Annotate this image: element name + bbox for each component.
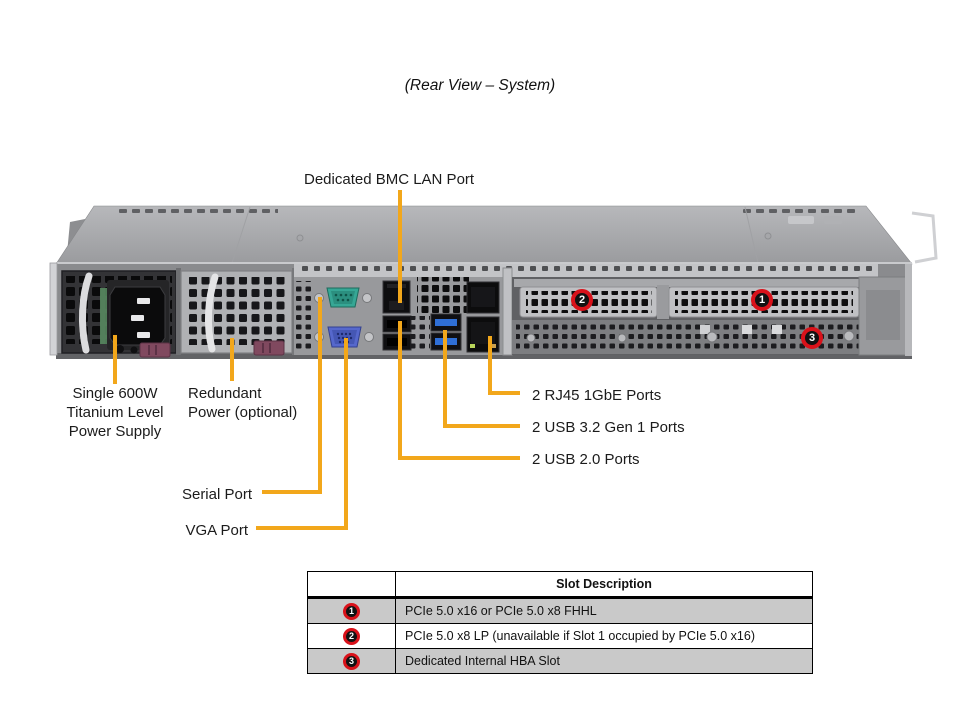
usb2-ports bbox=[382, 315, 412, 351]
power-supply-label-line2: Titanium Level bbox=[66, 404, 164, 421]
redundant-power-bay bbox=[180, 270, 293, 356]
bay-latch bbox=[253, 340, 285, 356]
slot-badge-1: 1 bbox=[751, 289, 773, 311]
redundant-power-label-line1: Redundant bbox=[188, 385, 262, 402]
serial-port-label: Serial Port bbox=[181, 486, 252, 503]
psu-latch bbox=[139, 342, 171, 358]
redundant-power-label: Redundant Power (optional) bbox=[188, 384, 297, 422]
hba-vent-strip bbox=[512, 320, 905, 354]
table-row: 3 Dedicated Internal HBA Slot bbox=[307, 648, 813, 674]
callout-line-usb32 bbox=[443, 330, 520, 428]
slot-badge-2: 2 bbox=[571, 289, 593, 311]
gbe-lan-ports bbox=[466, 281, 500, 353]
page-title: (Rear View – System) bbox=[404, 77, 556, 94]
power-supply-label-line3: Power Supply bbox=[68, 423, 162, 440]
lan-led-amber bbox=[491, 344, 496, 348]
table-row: 1 PCIe 5.0 x16 or PCIe 5.0 x8 FHHL bbox=[307, 597, 813, 624]
io-panel bbox=[292, 264, 878, 356]
rj45-ports-label: 2 RJ45 1GbE Ports bbox=[532, 387, 662, 404]
callout-line-serial bbox=[262, 297, 322, 494]
io-bracket-edge bbox=[502, 267, 513, 356]
vga-port-label: VGA Port bbox=[185, 522, 248, 539]
slot-2-description: PCIe 5.0 x8 LP (unavailable if Slot 1 oc… bbox=[395, 623, 813, 649]
table-slot-badge-2: 2 bbox=[343, 627, 360, 645]
table-header-row: Slot Description bbox=[307, 571, 813, 599]
bmc-lan-port bbox=[382, 280, 411, 314]
callout-line-vga bbox=[256, 338, 348, 530]
table-header-title: Slot Description bbox=[395, 571, 813, 599]
table-header-badge-cell bbox=[307, 571, 396, 599]
table-row: 2 PCIe 5.0 x8 LP (unavailable if Slot 1 … bbox=[307, 623, 813, 649]
redundant-power-label-line2: Power (optional) bbox=[188, 404, 298, 421]
table-badge-cell: 2 bbox=[307, 623, 396, 649]
expansion-slot-area bbox=[512, 264, 912, 356]
usb20-ports-label: 2 USB 2.0 Ports bbox=[532, 451, 640, 468]
lan-led-green bbox=[470, 344, 475, 348]
slot-badge-3: 3 bbox=[801, 327, 823, 349]
callout-lines bbox=[113, 190, 520, 530]
chassis-top bbox=[55, 205, 913, 265]
psu-handle bbox=[78, 272, 93, 354]
power-supply-module bbox=[61, 270, 177, 358]
power-supply-label-line1: Single 600W bbox=[72, 385, 158, 402]
power-supply-label: Single 600W Titanium Level Power Supply bbox=[50, 384, 180, 441]
slot-3-description: Dedicated Internal HBA Slot bbox=[395, 648, 813, 674]
callout-line-usb20 bbox=[398, 321, 520, 460]
bay-handle bbox=[204, 273, 219, 353]
module-divider bbox=[176, 268, 181, 355]
table-slot-badge-3: 3 bbox=[343, 652, 360, 670]
rail-bracket-right bbox=[911, 211, 938, 264]
slot-1-description: PCIe 5.0 x16 or PCIe 5.0 x8 FHHL bbox=[395, 597, 813, 624]
io-vent-grid bbox=[417, 277, 469, 314]
callout-line-rj45 bbox=[488, 336, 520, 395]
table-badge-cell: 1 bbox=[307, 597, 396, 624]
table-badge-cell: 3 bbox=[307, 648, 396, 674]
bmc-lan-label: Dedicated BMC LAN Port bbox=[304, 171, 475, 188]
usb32-ports-label: 2 USB 3.2 Gen 1 Ports bbox=[532, 419, 685, 436]
slot-description-table: Slot Description 1 PCIe 5.0 x16 or PCIe … bbox=[307, 571, 813, 674]
table-slot-badge-1: 1 bbox=[343, 602, 360, 620]
